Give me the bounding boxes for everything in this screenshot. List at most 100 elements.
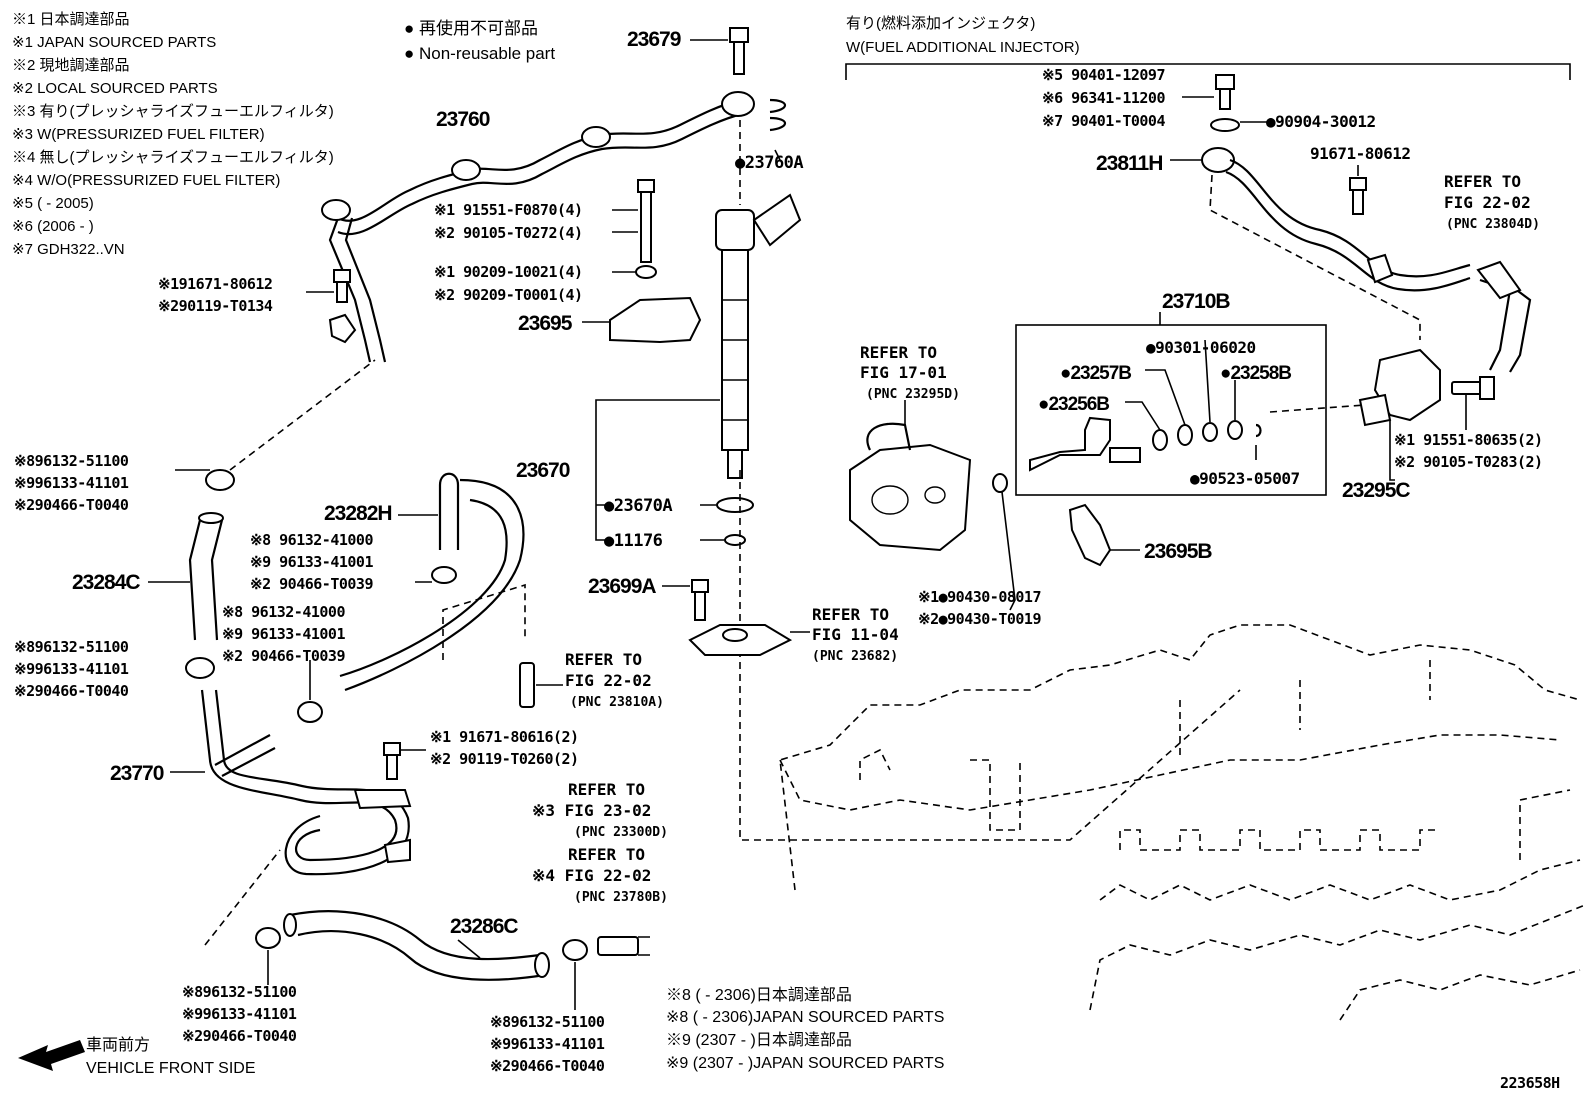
label-91551-80635: ※1 91551-80635(2) — [1394, 431, 1543, 449]
bolt-head — [729, 27, 749, 43]
bolt-shank — [694, 591, 706, 621]
label-90904-30012: ●90904-30012 — [1266, 112, 1376, 131]
ref-line: REFER TO — [568, 845, 645, 864]
label-90119-t0134: ※290119-T0134 — [158, 297, 273, 315]
legend-line: ※4 W/O(PRESSURIZED FUEL FILTER) — [12, 172, 280, 189]
fuel-pipe-23770 — [170, 657, 412, 946]
label-clamp: ※9 96133-41001 — [222, 625, 345, 643]
ref-line: (PNC 23300D) — [574, 825, 668, 840]
bolt-head — [383, 742, 401, 756]
fuel-pipe-23811h — [1170, 147, 1471, 340]
label-23710b: 23710B — [1162, 290, 1230, 313]
injector-nozzle-part — [1029, 416, 1111, 472]
label-23760a: ●23760A — [735, 153, 803, 173]
footnote-line: ※8 ( - 2306)日本調達部品 — [666, 986, 852, 1004]
label-23695b: 23695B — [1144, 540, 1212, 563]
ref-line: (PNC 23295D) — [866, 387, 960, 402]
label-clamp: ※290466-T0040 — [490, 1057, 605, 1075]
ref-line: (PNC 23804D) — [1446, 217, 1540, 232]
label-96341-11200: ※6 96341-11200 — [1042, 89, 1165, 107]
filter-housing — [849, 443, 972, 552]
bolt-head — [1479, 376, 1495, 400]
legend-line: ※5 ( - 2005) — [12, 195, 94, 212]
label-23699a: 23699A — [588, 575, 656, 598]
label-91551-f0870: ※1 91551-F0870(4) — [434, 201, 583, 219]
bolt-head — [691, 579, 709, 593]
label-90209-10021: ※1 90209-10021(4) — [434, 263, 583, 281]
label-23258b: ●23258B — [1220, 363, 1291, 384]
hose-end — [198, 512, 224, 524]
direction-en: VEHICLE FRONT SIDE — [86, 1060, 256, 1077]
label-90523-05007: ●90523-05007 — [1190, 469, 1300, 488]
label-23286c: 23286C — [450, 915, 518, 938]
pipe-23804d-end — [1476, 260, 1532, 373]
hose-23284c — [148, 359, 376, 641]
fuel-pipe-23760 — [321, 91, 755, 363]
filter-housing-23295d — [849, 400, 1016, 611]
bolt-23679 — [690, 27, 749, 75]
label-clamp: ※290466-T0040 — [182, 1027, 297, 1045]
footnote-line: ※9 (2307 - )日本調達部品 — [666, 1031, 852, 1049]
ref-line: REFER TO — [860, 343, 937, 362]
ref-line: REFER TO — [565, 650, 642, 669]
bolt-head — [637, 179, 655, 193]
ref-line: FIG 17-01 — [860, 363, 947, 382]
bolt-shank — [733, 41, 745, 75]
label-91671-80616: ※1 91671-80616(2) — [430, 728, 579, 746]
injector-nozzle — [727, 449, 743, 479]
hose-clamp — [431, 566, 457, 584]
label-90209-t0001: ※2 90209-T0001(4) — [434, 286, 583, 304]
bolt-shank — [1219, 88, 1231, 110]
label-90119-t0260: ※2 90119-T0260(2) — [430, 750, 579, 768]
hose-end — [283, 913, 297, 937]
label-clamp: ※896132-51100 — [490, 1013, 605, 1031]
label-clamp: ※8 96132-41000 — [222, 603, 345, 621]
bolt-shank — [386, 754, 398, 780]
injector-clamp — [609, 296, 702, 344]
gasket-90430 — [992, 473, 1008, 493]
label-clamp: ※290466-T0040 — [14, 682, 129, 700]
pipe-union — [1476, 260, 1522, 300]
label-90401-12097: ※5 90401-12097 — [1042, 66, 1165, 84]
hose-clamp — [255, 927, 281, 949]
clip-23760a — [769, 98, 787, 161]
pipe-union — [721, 91, 755, 117]
label-clamp: ※2 90466-T0039 — [222, 647, 345, 665]
label-23695: 23695 — [518, 312, 573, 335]
injector-connector — [752, 193, 802, 247]
injector-23670 — [595, 120, 1241, 841]
label-clamp: ※996133-41101 — [490, 1035, 605, 1053]
legend-line: ※7 GDH322..VN — [12, 241, 125, 258]
clamp-23695b — [1068, 503, 1140, 567]
ref-line: REFER TO — [568, 780, 645, 799]
direction-label: 車両前方 VEHICLE FRONT SIDE — [86, 1036, 256, 1077]
label-23282h: 23282H — [324, 502, 392, 525]
bolt-head — [1349, 177, 1367, 191]
bolt-shank — [1451, 381, 1483, 395]
bolt-head — [1215, 74, 1235, 90]
pipe-bracket — [383, 838, 411, 864]
clamp-23695 — [582, 296, 702, 344]
gasket-11176 — [724, 534, 746, 546]
hose-clamp — [297, 701, 323, 723]
pipe-stub — [519, 662, 535, 708]
label-23760: 23760 — [436, 108, 490, 131]
hose-23286c — [255, 910, 650, 1010]
label-11176: ●11176 — [604, 531, 663, 551]
ref-line: ※3 FIG 23-02 — [532, 801, 651, 820]
pipe-stub-23810a — [519, 662, 563, 708]
non-reusable-legend: ● 再使用不可部品 ● Non-reusable part — [404, 18, 555, 63]
option-bracket — [845, 63, 1571, 80]
label-clamp: ※896132-51100 — [182, 983, 297, 1001]
label-90105-t0283: ※2 90105-T0283(2) — [1394, 453, 1543, 471]
pipe-clamp — [581, 126, 611, 148]
label-90430-08017: ※1●90430-08017 — [918, 588, 1041, 606]
injector-clamp — [1068, 503, 1112, 567]
flange-hole — [722, 628, 748, 642]
legend-line: ※6 (2006 - ) — [12, 218, 94, 235]
legend-line: ※3 W(PRESSURIZED FUEL FILTER) — [12, 126, 265, 143]
ref-line: REFER TO — [812, 605, 889, 624]
footnote-line: ※9 (2307 - )JAPAN SOURCED PARTS — [666, 1055, 944, 1072]
injector-body — [721, 239, 749, 451]
pipe-union — [321, 199, 351, 221]
